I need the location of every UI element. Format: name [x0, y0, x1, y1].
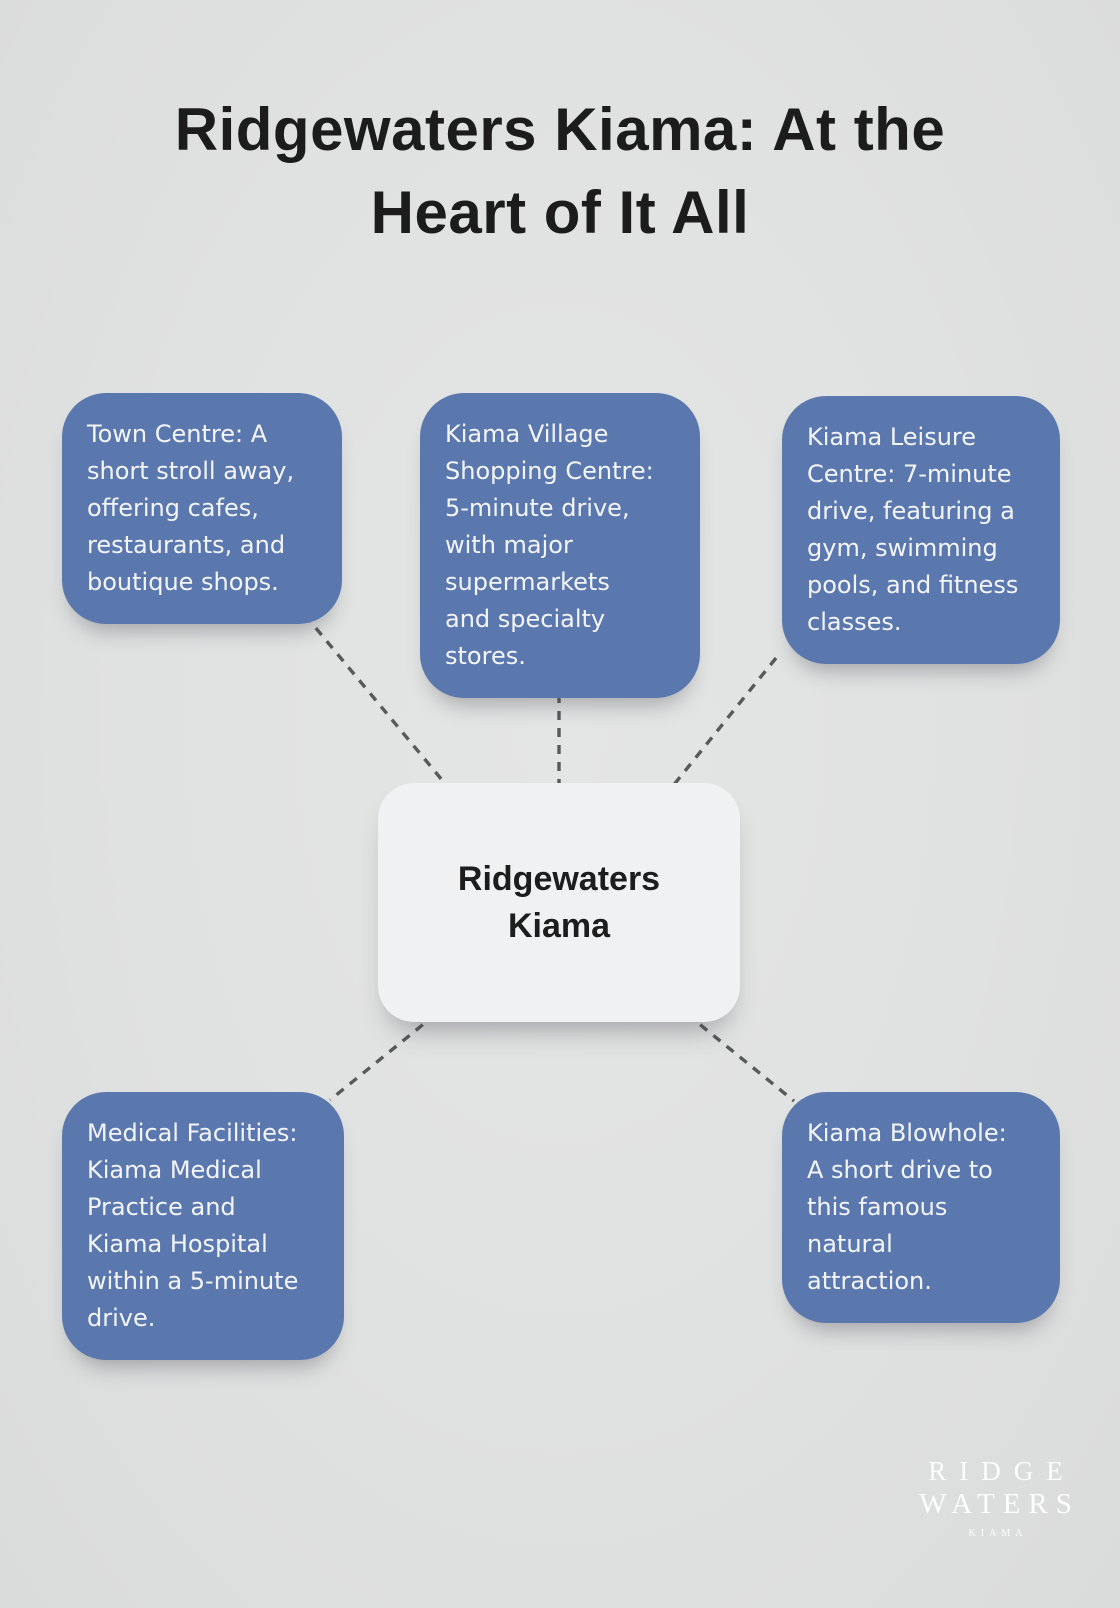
connector-medical — [328, 1012, 438, 1102]
page-title: Ridgewaters Kiama: At the Heart of It Al… — [174, 96, 946, 246]
node-kiama-blowhole: Kiama Blowhole: A short drive to this fa… — [782, 1092, 1060, 1323]
logo-kiama-text: KIAMA — [968, 1528, 1028, 1539]
connector-blowhole — [685, 1012, 796, 1103]
logo-ridge-text: RIDGE — [928, 1456, 1076, 1486]
node-medical-facilities: Medical Facilities: Kiama Medical Practi… — [62, 1092, 344, 1360]
node-shopping-centre: Kiama Village Shopping Centre: 5-minute … — [420, 393, 700, 698]
ridgewaters-logo: RIDGE WATERS KIAMA — [898, 1455, 1093, 1541]
logo-waters-text: WATERS — [919, 1488, 1080, 1520]
node-leisure-centre: Kiama Leisure Centre: 7-minute drive, fe… — [782, 396, 1060, 664]
center-node-ridgewaters-kiama: Ridgewaters Kiama — [378, 783, 740, 1022]
connector-town-centre — [303, 613, 454, 794]
node-town-centre: Town Centre: A short stroll away, offeri… — [62, 393, 342, 624]
connector-leisure-centre — [666, 656, 778, 794]
